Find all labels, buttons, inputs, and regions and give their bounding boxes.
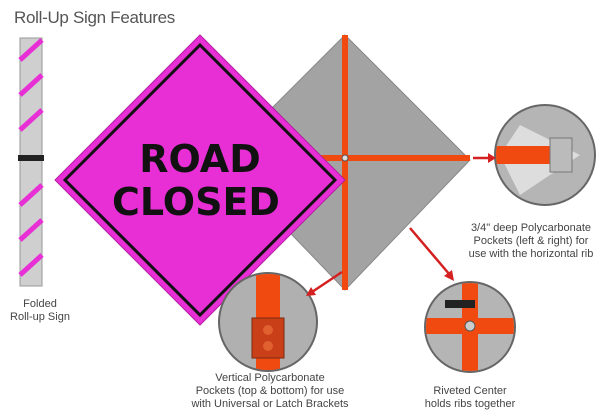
callout-vertical-pocket [218, 272, 318, 372]
caption-line: Roll-up Sign [10, 311, 70, 323]
page-title: Roll-Up Sign Features [14, 8, 175, 27]
caption-folded: Folded Roll-up Sign [0, 298, 80, 324]
sign-text-line1: ROAD [139, 137, 261, 181]
caption-line: Vertical Polycarbonate [215, 372, 325, 384]
caption-line: 3/4" deep Polycarbonate [470, 222, 592, 234]
callout-riveted-center [424, 281, 516, 373]
sign-text-line2: CLOSED [112, 180, 280, 224]
caption-line: Pockets (left & right) for [473, 235, 589, 247]
callout-horizontal-pocket [494, 104, 596, 206]
folded-sign-image [18, 37, 44, 287]
caption-riveted-center: Riveted Center holds ribs together [410, 385, 530, 411]
caption-line: Folded [23, 298, 57, 310]
caption-line: holds ribs together [424, 398, 516, 410]
caption-line: use with the horizontal rib [468, 248, 594, 260]
caption-line: Pockets (top & bottom) for use [195, 385, 345, 397]
callout-arrows [306, 153, 496, 296]
caption-vertical-pockets: Vertical Polycarbonate Pockets (top & bo… [190, 372, 350, 411]
caption-horizontal-pockets: 3/4" deep Polycarbonate Pockets (left & … [462, 222, 600, 261]
caption-line: Riveted Center [433, 385, 507, 397]
caption-line: with Universal or Latch Brackets [191, 398, 349, 410]
road-closed-sign: ROAD CLOSED [54, 34, 346, 326]
